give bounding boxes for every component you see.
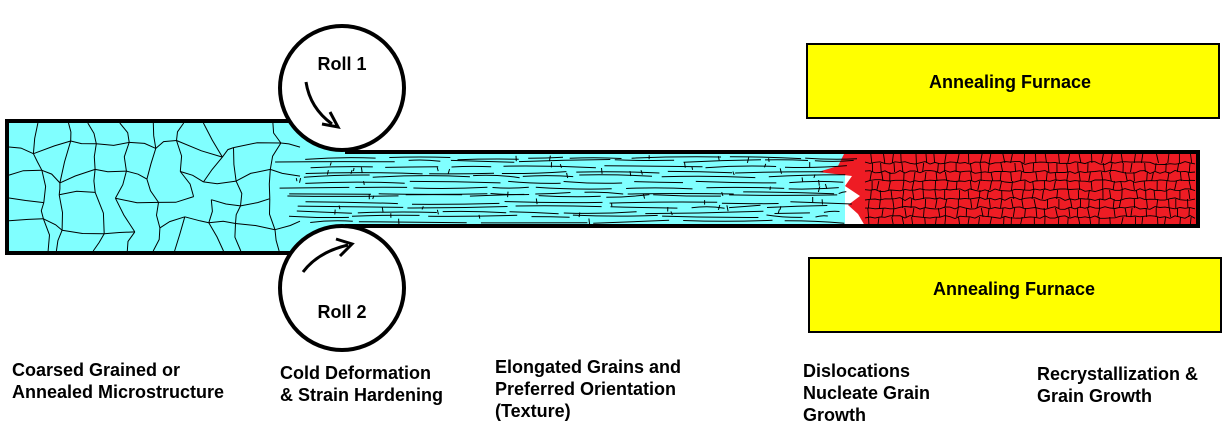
caption-elongated-grains: Elongated Grains and Preferred Orientati… bbox=[495, 357, 682, 421]
coarse-grains bbox=[8, 122, 301, 252]
rotation-arrow-icon bbox=[304, 81, 333, 126]
caption-coarse-grained: Coarsed Grained or Annealed Microstructu… bbox=[12, 360, 225, 402]
rotation-arrow-icon bbox=[301, 243, 349, 273]
caption-dislocations: Dislocations Nucleate Grain Growth bbox=[803, 361, 931, 425]
caption-cold-deformation: Cold Deformation & Strain Hardening bbox=[280, 363, 444, 405]
roll-1-label: Roll 1 bbox=[317, 54, 366, 74]
annealing-furnace-top: Annealing Furnace bbox=[806, 43, 1220, 119]
fine-recrystallized-grains bbox=[864, 153, 1196, 227]
furnace-top-label: Annealing Furnace bbox=[929, 72, 1091, 92]
roll-2: Roll 2 bbox=[278, 224, 406, 352]
annealing-furnace-bottom: Annealing Furnace bbox=[808, 257, 1222, 333]
metal-strip-outline bbox=[5, 119, 1200, 255]
elongated-grains bbox=[275, 155, 858, 225]
roll-1: Roll 1 bbox=[278, 24, 406, 152]
furnace-bottom-label: Annealing Furnace bbox=[933, 279, 1095, 299]
caption-recrystallization: Recrystallization & Grain Growth bbox=[1037, 364, 1199, 406]
roll-2-label: Roll 2 bbox=[317, 302, 366, 322]
